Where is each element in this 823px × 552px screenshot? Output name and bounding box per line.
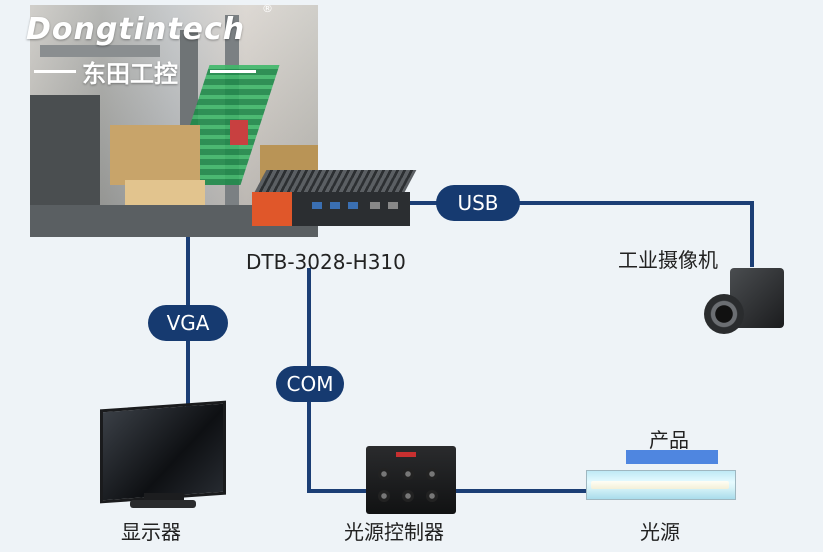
brand-logo-cn: 东田工控 (82, 60, 178, 88)
registered-mark: ® (262, 2, 273, 15)
usb-pill: USB (436, 185, 520, 221)
controller-to-light-line (456, 489, 588, 493)
logo-divider-right (210, 70, 256, 73)
controller-label: 光源控制器 (344, 520, 444, 544)
light-controller-image (362, 440, 458, 518)
camera-label: 工业摄像机 (618, 248, 718, 272)
logo-divider-left (34, 70, 76, 73)
light-source-image (586, 470, 736, 500)
vga-pill: VGA (148, 305, 228, 341)
com-pill: COM (276, 366, 344, 402)
product-block (626, 450, 718, 464)
light-label: 光源 (640, 520, 680, 544)
ipc-to-camera-line (410, 201, 754, 205)
ipc-model-label: DTB-3028-H310 (246, 250, 406, 274)
monitor-label: 显示器 (121, 520, 181, 544)
industrial-pc-image (252, 170, 417, 230)
camera-drop-line (750, 201, 754, 267)
product-label: 产品 (649, 428, 689, 452)
com-horizontal-line (307, 489, 367, 493)
monitor-image (100, 400, 226, 510)
brand-logo-en: Dongtintech (26, 12, 246, 47)
industrial-camera-image (700, 260, 790, 345)
